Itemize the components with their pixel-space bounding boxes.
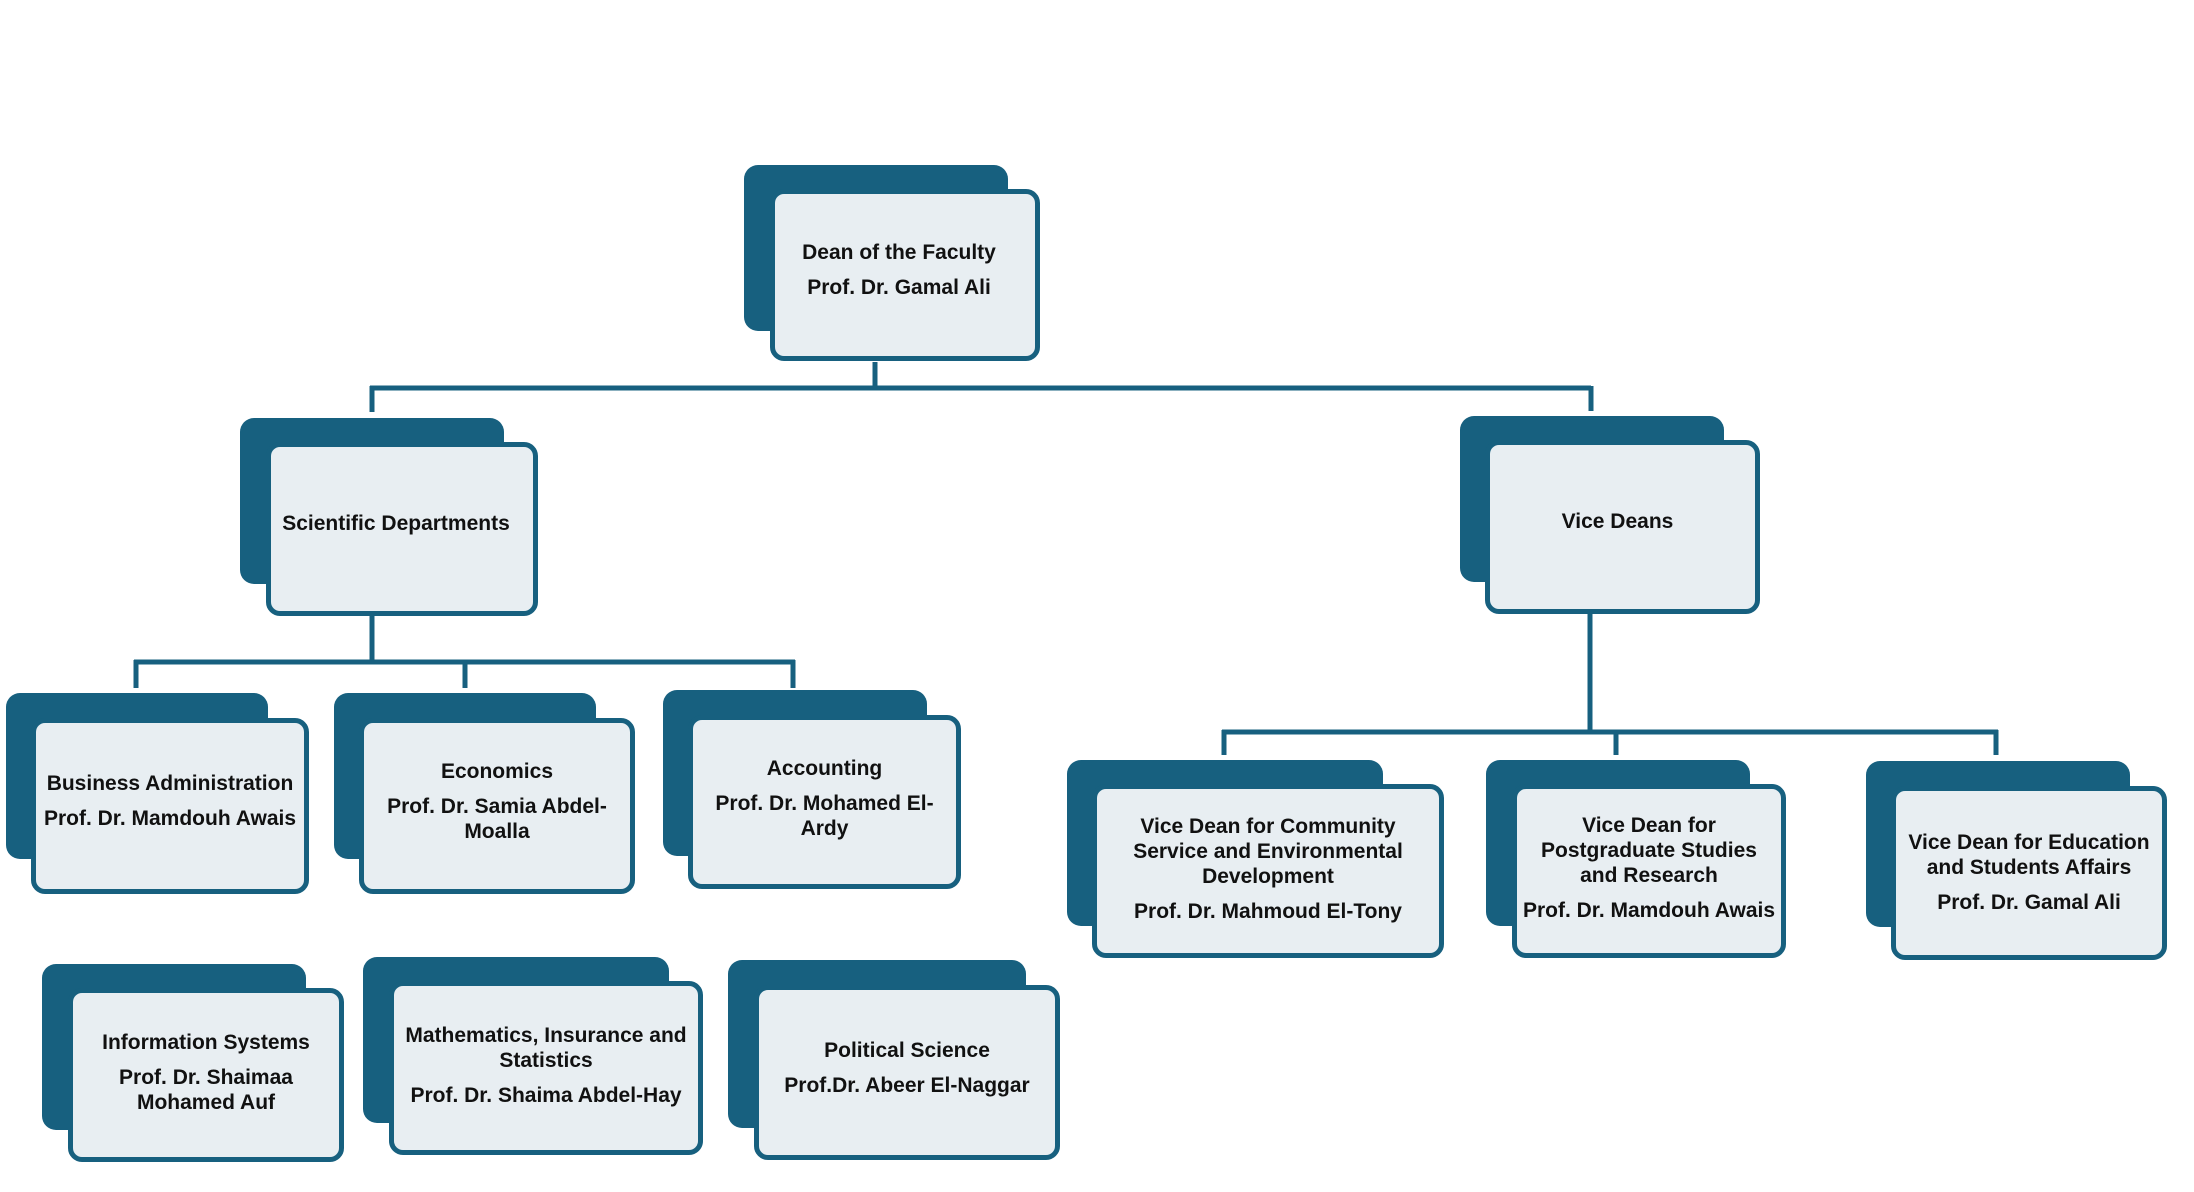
department-head: Prof.Dr. Abeer El-Naggar [784, 1074, 1030, 1097]
department-title: Information Systems [102, 1030, 310, 1054]
department-head: Prof. Dr. Samia Abdel-Moalla [387, 794, 607, 843]
vice-dean-person: Prof. Dr. Mamdouh Awais [1522, 899, 1776, 922]
department-head: Prof. Dr. Shaima Abdel-Hay [410, 1083, 682, 1107]
vice-deans-title: Vice Deans [1561, 509, 1674, 533]
department-head: Prof. Dr. Shaimaa Mohamed Auf [119, 1065, 293, 1114]
vice-dean-title: Vice Dean for Education and Students Aff… [1908, 830, 2150, 879]
dean-title: Dean of the Faculty [802, 241, 996, 264]
department-title: Economics [440, 759, 554, 783]
vice-dean-person: Prof. Dr. Gamal Ali [1937, 890, 2121, 914]
department-title: Business Administration [46, 772, 294, 795]
dean-person: Prof. Dr. Gamal Ali [807, 276, 991, 299]
department-head: Prof. Dr. Mohamed El-Ardy [715, 791, 934, 840]
vice-dean-person: Prof. Dr. Mahmoud El-Tony [1134, 900, 1402, 923]
department-title: Accounting [766, 756, 883, 780]
department-head: Prof. Dr. Mamdouh Awais [43, 807, 297, 830]
department-title: Political Science [824, 1039, 990, 1062]
vice-dean-title: Vice Dean for Community Service and Envi… [1133, 815, 1403, 888]
scientific-departments-title: Scientific Departments [282, 511, 510, 535]
vice-dean-title: Vice Dean for Postgraduate Studies and R… [1541, 814, 1757, 887]
department-title: Mathematics, Insurance and Statistics [405, 1023, 687, 1072]
